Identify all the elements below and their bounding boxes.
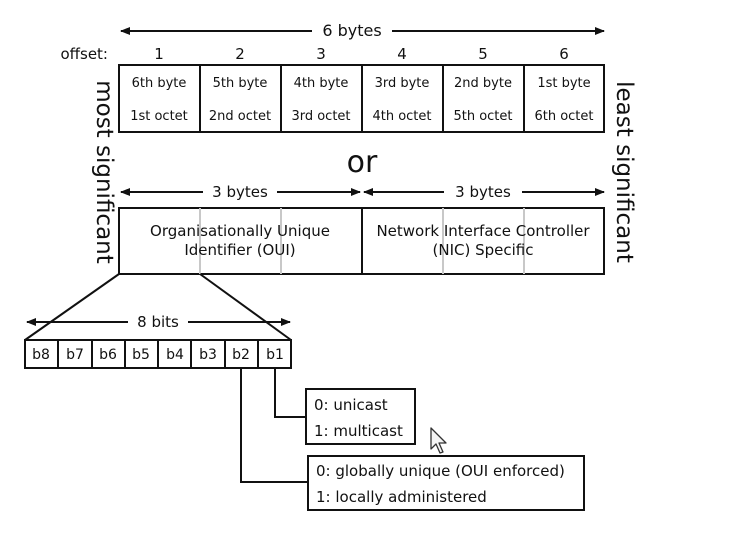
byte-cell-byte: 6th byte [132,76,187,91]
three-bytes-label: 3 bytes [455,183,511,201]
eight-bits-span: 8 bits [26,313,291,331]
least-significant-label: least significant [611,81,637,263]
byte-cell-octet: 3rd octet [291,109,350,124]
bit-cell: b3 [199,347,217,363]
oui-label-line1: Organisationally Unique [150,222,330,240]
b2-box-frame [307,455,585,511]
byte-cell-byte: 2nd byte [454,76,512,91]
byte-cell-octet: 6th octet [534,109,593,124]
nic-label-line1: Network Interface Controller [376,222,590,240]
oui-nic-table: Organisationally Unique Identifier (OUI)… [118,207,605,275]
b1-connector [274,368,306,418]
byte-cell-octet: 1st octet [130,109,188,124]
six-bytes-label: 6 bytes [322,21,381,40]
byte-cell-octet: 4th octet [372,109,431,124]
byte-cell-byte: 5th byte [213,76,268,91]
b1-meaning-box: 0: unicast 1: multicast [305,388,416,445]
b2-connector [240,368,308,483]
offset-label: offset: [61,45,109,63]
three-bytes-label: 3 bytes [212,183,268,201]
zoom-line-left [24,273,120,341]
offset-number: 6 [559,45,569,63]
bit-cell: b5 [132,347,150,363]
byte-table: 6th byte 1st octet 5th byte 2nd octet 4t… [118,64,605,133]
bit-cell: b2 [232,347,250,363]
oui-span: 3 bytes [120,183,361,201]
locally-administered-label: 1: locally administered [316,488,487,506]
offset-number: 5 [478,45,488,63]
b2-meaning-box: 0: globally unique (OUI enforced) 1: loc… [307,455,585,511]
offset-number: 2 [235,45,245,63]
eight-bits-label: 8 bits [137,313,179,331]
bit-cell: b6 [99,347,117,363]
six-bytes-span: 6 bytes [120,21,605,40]
nic-span: 3 bytes [363,183,605,201]
or-label: or [347,145,378,180]
byte-cell-byte: 1st byte [537,76,590,91]
unicast-label: 0: unicast [314,396,388,414]
bit-cell: b7 [66,347,84,363]
b1-box-frame [305,388,416,445]
bit-cell: b4 [166,347,184,363]
offset-number: 3 [316,45,326,63]
nic-label-line2: (NIC) Specific [433,241,534,259]
byte-cell-octet: 5th octet [453,109,512,124]
bit-cell: b1 [266,347,284,363]
zoom-line-right [199,273,292,341]
most-significant-label: most significant [91,80,117,264]
byte-cell-byte: 3rd byte [375,76,430,91]
byte-cell-byte: 4th byte [294,76,349,91]
bit-row: b8 b7 b6 b5 b4 b3 b2 b1 [24,339,292,369]
mouse-cursor-icon [430,427,447,454]
byte-cell-octet: 2nd octet [209,109,271,124]
offset-number: 1 [154,45,164,63]
oui-label-line2: Identifier (OUI) [184,241,295,259]
multicast-label: 1: multicast [314,422,403,440]
bit-cell: b8 [32,347,50,363]
globally-unique-label: 0: globally unique (OUI enforced) [316,462,565,480]
offset-row: offset: 1 2 3 4 5 6 [61,45,569,63]
offset-number: 4 [397,45,407,63]
